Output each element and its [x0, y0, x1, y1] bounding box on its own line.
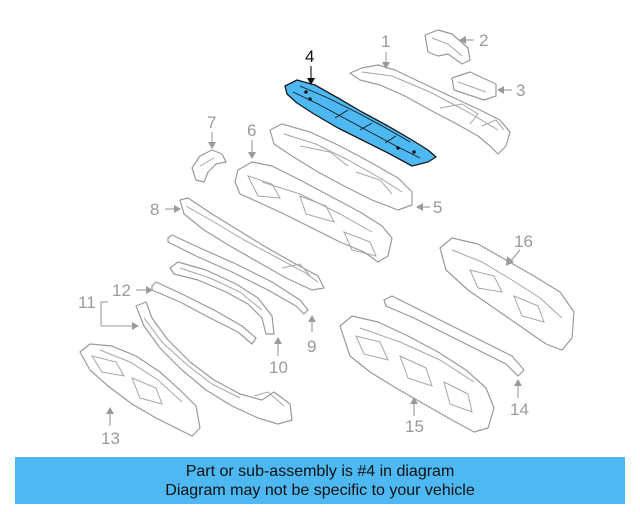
callout-3: 3	[516, 81, 525, 100]
callout-8: 8	[150, 200, 159, 219]
part-4-cowl-panel-highlighted[interactable]	[284, 79, 437, 167]
part-1-dash-panel-upper[interactable]	[349, 64, 511, 155]
parts-diagram: 1 2 3 4 5 6 7 8 9 10 11 12 13 14 15 16	[78, 29, 575, 448]
part-10-rail[interactable]	[169, 261, 275, 335]
banner-line-part-number: Part or sub-assembly is #4 in diagram	[185, 462, 455, 480]
leader-lines	[100, 36, 522, 426]
part-2-bracket[interactable]	[424, 29, 471, 65]
callout-7: 7	[207, 113, 216, 132]
callout-10: 10	[269, 358, 288, 377]
callout-2: 2	[479, 31, 488, 50]
part-11-lower-panel[interactable]	[135, 301, 293, 425]
callout-5: 5	[433, 198, 442, 217]
callout-13: 13	[101, 429, 120, 448]
part-3-plate[interactable]	[451, 71, 497, 101]
part-8-reinforcement[interactable]	[179, 197, 325, 291]
callout-14: 14	[510, 400, 529, 419]
callout-6: 6	[247, 121, 256, 140]
callout-15: 15	[405, 417, 424, 436]
callout-1: 1	[381, 32, 390, 51]
part-12-bar[interactable]	[151, 281, 257, 345]
part-6-dash-inner[interactable]	[234, 161, 393, 263]
part-13-side-panel[interactable]	[79, 343, 201, 437]
part-5-cowl-vent[interactable]	[269, 123, 413, 211]
banner-line-disclaimer: Diagram may not be specific to your vehi…	[165, 481, 475, 499]
callout-16: 16	[514, 232, 533, 251]
info-banner: Part or sub-assembly is #4 in diagram Di…	[15, 457, 625, 504]
part-14-strip[interactable]	[383, 295, 525, 377]
callout-labels: 1 2 3 4 5 6 7 8 9 10 11 12 13 14 15 16	[78, 31, 533, 448]
callout-4: 4	[305, 47, 314, 66]
part-16-insulator[interactable]	[439, 237, 575, 351]
callout-12: 12	[112, 281, 131, 300]
part-15-firewall[interactable]	[339, 315, 495, 433]
callout-9: 9	[307, 337, 316, 356]
part-7-bracket[interactable]	[191, 149, 227, 183]
callout-11: 11	[78, 293, 96, 312]
part-9-strip[interactable]	[167, 234, 309, 315]
